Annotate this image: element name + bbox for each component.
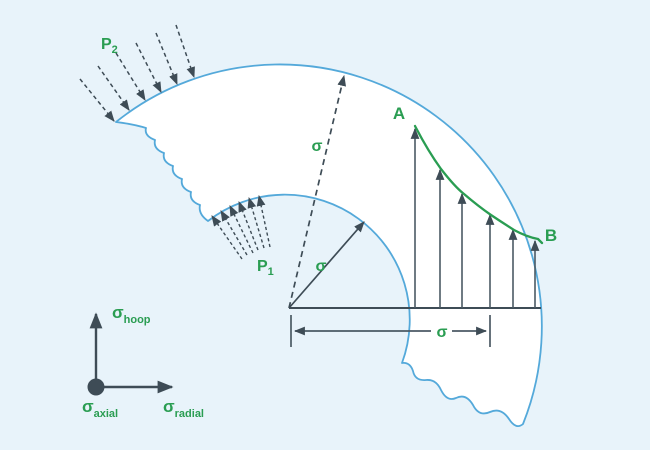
radial-axis-label: σradial: [163, 397, 204, 420]
p2-arrow: [135, 42, 162, 93]
inner-radius-arrow: [288, 221, 365, 309]
dimension-sigma-label: σ: [437, 324, 448, 341]
external-pressure-arrows: [79, 24, 195, 122]
outer-radius-arrow: [288, 74, 346, 309]
outer-sigma-label: σ: [312, 138, 323, 155]
stress-distribution-curve: [413, 124, 544, 245]
axial-axis-dot: [87, 378, 105, 396]
hoop-axis-label: σhoop: [112, 303, 151, 326]
p1-arrow: [256, 194, 271, 248]
axial-axis-label: σaxial: [82, 397, 118, 420]
p2-label: P2: [101, 36, 118, 56]
dimension: [290, 315, 491, 347]
p1-arrow: [238, 200, 259, 251]
p2-arrow: [175, 24, 195, 79]
internal-pressure-arrows: [211, 194, 271, 260]
p2-arrow: [155, 32, 178, 86]
p2-arrow: [115, 52, 146, 101]
p1-arrow: [229, 205, 254, 254]
point-a-label: A: [393, 104, 405, 123]
p1-arrow: [211, 215, 243, 260]
p2-arrow: [79, 78, 115, 122]
p2-arrow: [97, 65, 130, 111]
p1-arrow: [220, 210, 248, 256]
stress-distribution-arrows: [410, 127, 540, 308]
inner-sigma-label: σ: [316, 258, 327, 275]
cylinder-section: [115, 63, 543, 428]
point-b-label: B: [545, 226, 557, 245]
p1-label: P1: [257, 258, 274, 278]
p1-arrow: [247, 196, 265, 249]
stress-axes: σhoop σaxial σradial: [82, 303, 204, 420]
